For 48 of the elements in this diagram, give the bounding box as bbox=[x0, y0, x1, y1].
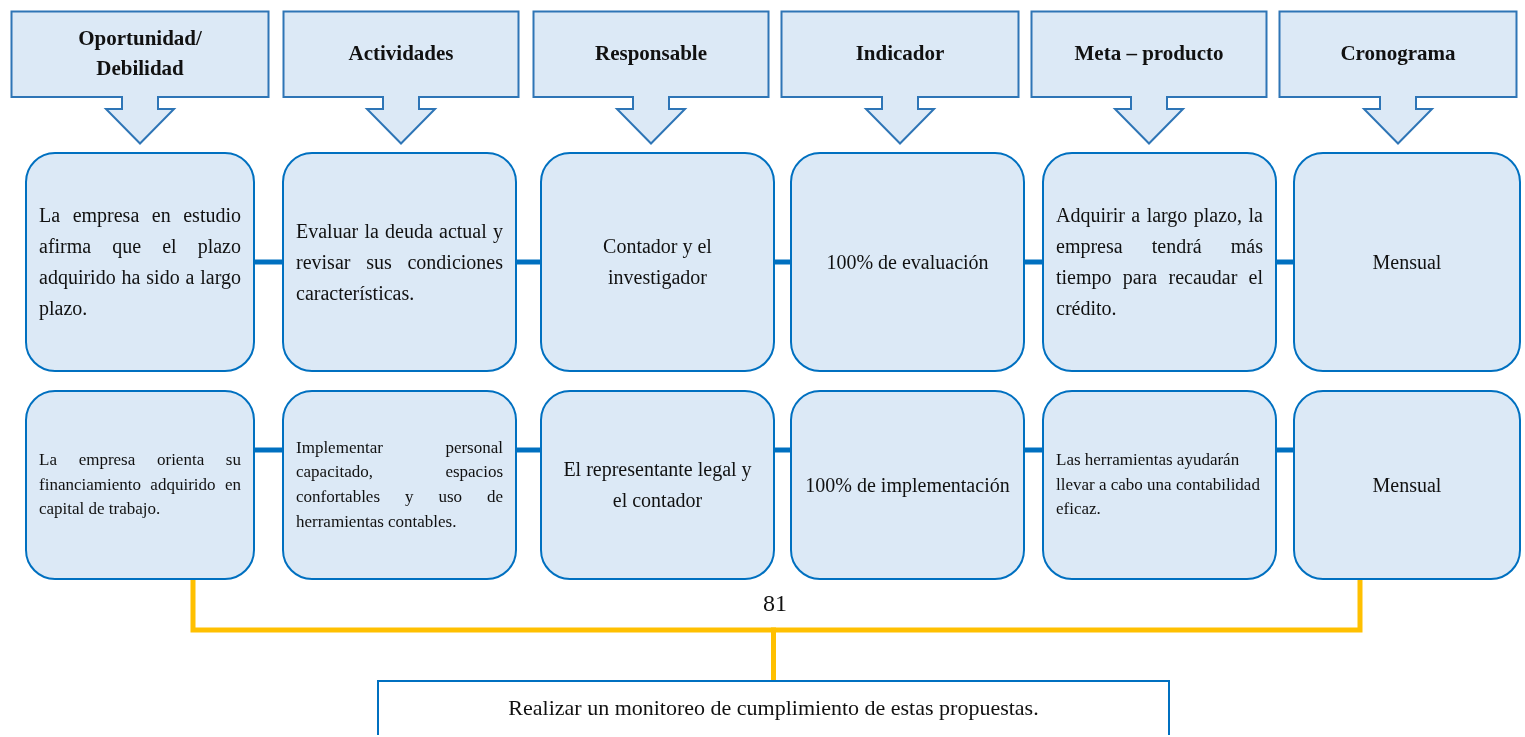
connector bbox=[1277, 447, 1293, 453]
rounded-box bbox=[1042, 152, 1277, 372]
box-text: 100% de implementación bbox=[804, 472, 1011, 499]
connector bbox=[517, 259, 540, 265]
box-text: Contador y el investigador bbox=[602, 234, 713, 291]
box-text: El representante legal y el contador bbox=[562, 457, 753, 513]
header-text: Cronograma bbox=[1339, 39, 1457, 67]
header-text: Responsable bbox=[594, 39, 708, 67]
header-text: Oportunidad/ Debilidad bbox=[77, 25, 203, 82]
connector bbox=[1277, 259, 1293, 265]
header-text: Actividades bbox=[347, 39, 455, 67]
rounded-box bbox=[540, 390, 775, 580]
header-text: Meta – producto bbox=[1073, 39, 1225, 67]
box-text: La empresa orienta su financiamiento adquirido en capital de trabajo. bbox=[39, 449, 241, 521]
connector bbox=[255, 447, 282, 453]
rounded-box bbox=[1042, 390, 1277, 580]
conclusion-box bbox=[377, 680, 1170, 735]
box-text: Implementar personal capacitado, espacios confortables y uso de herramientas contables. bbox=[296, 436, 503, 533]
callout-arrow-box bbox=[1278, 10, 1518, 145]
connector bbox=[775, 447, 790, 453]
connector bbox=[775, 259, 790, 265]
rounded-box bbox=[790, 152, 1025, 372]
box-text: Mensual bbox=[1371, 472, 1443, 498]
rounded-box bbox=[282, 152, 517, 372]
callout-arrow-box bbox=[1030, 10, 1268, 145]
box-text: Las herramientas ayudarán llevar a cabo una contabilidad eficaz. bbox=[1056, 449, 1261, 521]
rounded-box bbox=[1293, 390, 1521, 580]
rounded-box bbox=[540, 152, 775, 372]
box-text: Mensual bbox=[1371, 249, 1443, 275]
callout-arrow-box bbox=[10, 10, 270, 145]
box-text: Evaluar la deuda actual y revisar sus condiciones características. bbox=[296, 218, 503, 306]
box-text: Realizar un monitoreo de cumplimiento de estas propuestas. bbox=[507, 694, 1040, 723]
callout-arrow-box bbox=[532, 10, 770, 145]
rounded-box bbox=[25, 390, 255, 580]
rounded-box bbox=[25, 152, 255, 372]
box-text: La empresa en estudio afirma que el plazo adquirido ha sido a largo plazo. bbox=[39, 203, 241, 322]
connector bbox=[1025, 447, 1042, 453]
callout-arrow-box bbox=[282, 10, 520, 145]
rounded-box bbox=[790, 390, 1025, 580]
rounded-box bbox=[1293, 152, 1521, 372]
connector bbox=[1025, 259, 1042, 265]
callout-arrow-box bbox=[780, 10, 1020, 145]
box-text: 100% de evaluación bbox=[825, 249, 990, 275]
connector bbox=[517, 447, 540, 453]
rounded-box bbox=[282, 390, 517, 580]
connector bbox=[255, 259, 282, 265]
header-text: Indicador bbox=[854, 39, 946, 67]
box-text: Adquirir a largo plazo, la empresa tendrá más tiempo para recaudar el crédito. bbox=[1056, 203, 1263, 321]
